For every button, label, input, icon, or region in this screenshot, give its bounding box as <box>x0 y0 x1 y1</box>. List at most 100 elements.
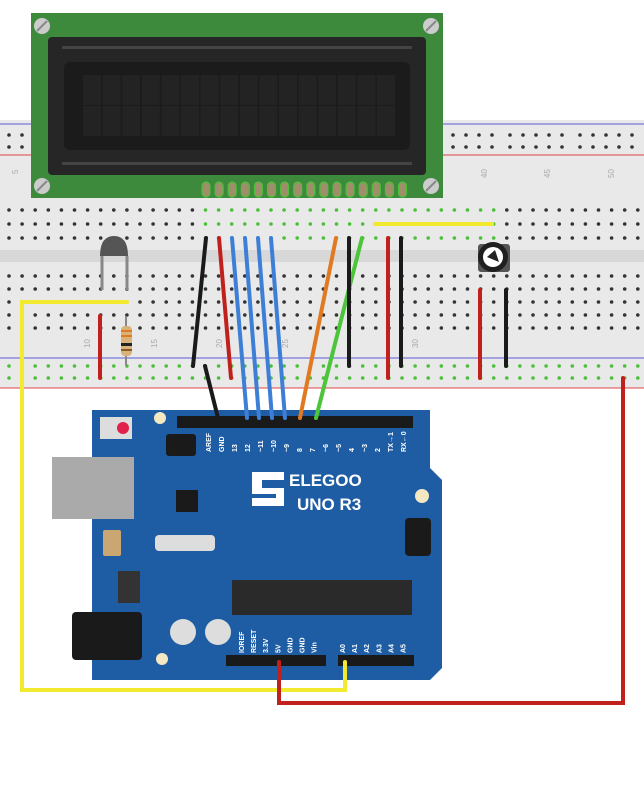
breadboard-hole <box>491 274 496 278</box>
reset-button[interactable] <box>117 422 129 434</box>
lcd-character-cell <box>122 75 141 105</box>
breadboard-hole <box>609 222 614 226</box>
breadboard-hole <box>138 326 142 330</box>
breadboard-hole <box>478 236 483 240</box>
breadboard-hole <box>531 222 535 226</box>
breadboard-hole <box>164 287 168 291</box>
digital-header <box>177 416 413 428</box>
breadboard-hole <box>636 364 640 368</box>
breadboard-hole <box>229 208 234 212</box>
breadboard-hole <box>151 376 155 380</box>
lcd-character-cell <box>239 106 258 136</box>
breadboard-hole <box>347 222 352 226</box>
breadboard-hole <box>216 326 221 330</box>
column-label: 25 <box>281 339 290 348</box>
lcd-pin <box>319 181 329 198</box>
breadboard-hole <box>282 222 286 226</box>
breadboard-hole <box>544 208 548 212</box>
breadboard-hole <box>164 236 168 240</box>
breadboard-hole <box>59 274 64 278</box>
breadboard-hole <box>531 236 535 240</box>
breadboard-hole <box>256 287 260 291</box>
breadboard-hole <box>190 313 195 317</box>
breadboard-hole <box>478 274 483 278</box>
breadboard-hole <box>216 300 221 304</box>
breadboard-hole <box>229 222 234 226</box>
breadboard-hole <box>622 236 627 240</box>
breadboard-hole <box>622 364 627 368</box>
lcd-character-cell <box>337 106 356 136</box>
breadboard-hole <box>125 313 129 317</box>
thermistor <box>100 236 129 290</box>
breadboard-hole <box>426 287 431 291</box>
breadboard-hole <box>243 222 247 226</box>
breadboard-hole <box>570 300 575 304</box>
rail-hole <box>547 145 551 149</box>
board-model: UNO R3 <box>297 495 361 514</box>
mounting-hole <box>154 412 166 424</box>
breadboard-hole <box>583 208 588 212</box>
lcd-character-cell <box>279 106 297 136</box>
breadboard-hole <box>308 326 313 330</box>
breadboard-hole <box>177 364 182 368</box>
breadboard-hole <box>583 222 588 226</box>
breadboard-hole <box>465 300 470 304</box>
breadboard-hole <box>465 274 470 278</box>
breadboard-hole <box>596 274 601 278</box>
lcd-character-cell <box>377 106 395 136</box>
breadboard-hole <box>465 376 470 380</box>
breadboard-hole <box>112 376 116 380</box>
breadboard-hole <box>465 287 470 291</box>
breadboard-hole <box>308 222 313 226</box>
breadboard-hole <box>609 300 614 304</box>
breadboard-hole <box>282 208 286 212</box>
pin-label: 2 <box>375 448 382 452</box>
breadboard-hole <box>557 326 561 330</box>
breadboard-hole <box>452 236 457 240</box>
rail-hole <box>477 133 481 137</box>
pin-label: RX←0 <box>401 431 408 452</box>
breadboard-hole <box>413 326 417 330</box>
breadboard-hole <box>190 287 195 291</box>
breadboard-hole <box>85 287 90 291</box>
breadboard-hole <box>282 326 286 330</box>
breadboard-hole <box>557 208 561 212</box>
breadboard-hole <box>295 236 300 240</box>
pin-label: 3.3V <box>263 638 270 653</box>
breadboard-hole <box>151 326 155 330</box>
breadboard-hole <box>360 208 365 212</box>
breadboard-hole <box>491 364 496 368</box>
column-label: 50 <box>607 169 616 178</box>
breadboard-hole <box>360 274 365 278</box>
breadboard-hole <box>531 208 535 212</box>
breadboard-hole <box>20 208 24 212</box>
lcd-character-cell <box>259 106 278 136</box>
breadboard-hole <box>20 236 24 240</box>
lcd-character-cell <box>181 75 199 105</box>
breadboard-hole <box>216 222 221 226</box>
breadboard-hole <box>334 313 339 317</box>
breadboard-hole <box>636 313 640 317</box>
pin-label: ~10 <box>271 440 278 452</box>
breadboard-hole <box>59 287 64 291</box>
lcd-pin-header <box>201 181 408 198</box>
breadboard-hole <box>544 364 548 368</box>
breadboard-hole <box>33 236 37 240</box>
breadboard-hole <box>112 274 116 278</box>
potentiometer <box>478 242 510 272</box>
pin-label: 12 <box>245 444 252 452</box>
breadboard-hole <box>243 274 247 278</box>
breadboard-hole <box>609 326 614 330</box>
breadboard-hole <box>269 208 273 212</box>
breadboard-hole <box>85 313 90 317</box>
lcd-character-cell <box>239 75 258 105</box>
breadboard-hole <box>596 313 601 317</box>
breadboard-hole <box>59 236 64 240</box>
wire-red-5v <box>277 376 625 705</box>
breadboard-hole <box>636 326 640 330</box>
breadboard-hole <box>59 222 64 226</box>
breadboard-hole <box>151 208 155 212</box>
breadboard-hole <box>622 326 627 330</box>
wire-blue-d10 <box>256 236 274 420</box>
breadboard-hole <box>203 222 208 226</box>
